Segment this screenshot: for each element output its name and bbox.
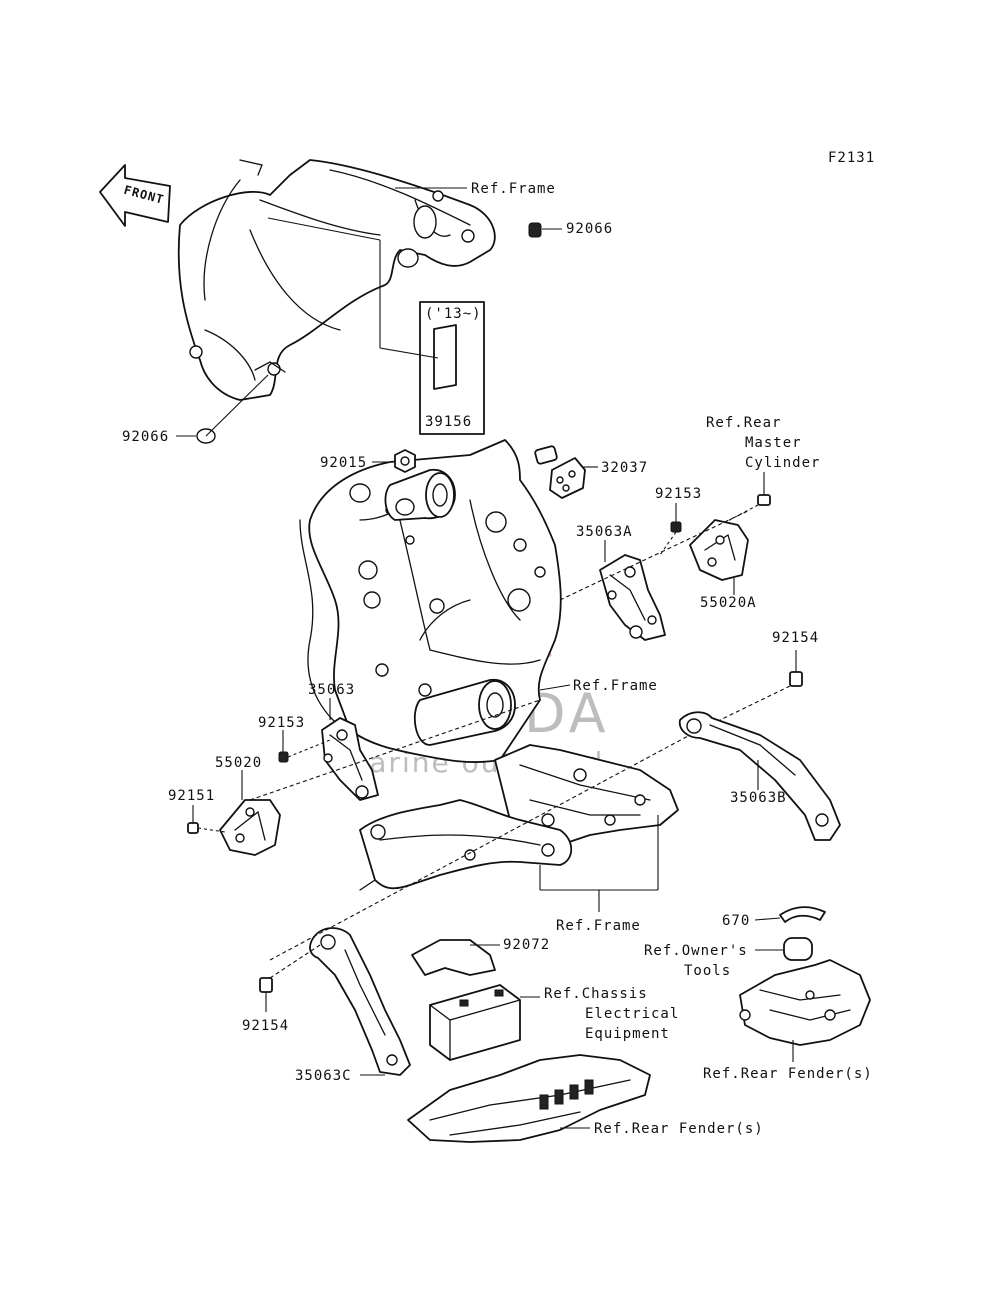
callout-ref-chassis-elec-1: Ref.Chassis [544,986,648,1002]
part-92151 [187,805,226,834]
part-92015 [372,449,416,473]
part-92154-left [259,944,321,1012]
callout-ref-owners-tools-2: Tools [684,963,731,979]
callout-92153-right: 92153 [655,486,702,502]
part-battery [429,984,540,1061]
part-92153-right [659,503,682,556]
callout-ref-rear-master-1: Ref.Rear [706,415,781,431]
callout-35063A: 35063A [576,524,633,540]
part-35063 [321,698,379,801]
callout-92066-top: 92066 [566,221,613,237]
callout-35063B: 35063B [730,790,787,806]
front-arrow-icon: FRONT [99,164,171,227]
part-92154-right [719,650,803,721]
callout-ref-owners-tools-1: Ref.Owner's [644,943,748,959]
callout-ref-chassis-elec-3: Equipment [585,1026,670,1042]
callout-ref-chassis-elec-2: Electrical [585,1006,679,1022]
part-35063C [309,927,411,1076]
part-39156-box [267,217,485,435]
callout-92015: 92015 [320,455,367,471]
callout-92154-right: 92154 [772,630,819,646]
main-frame [299,439,562,763]
callout-55020: 55020 [215,755,262,771]
callout-92072: 92072 [503,937,550,953]
callout-year-note: ('13~) [425,306,482,322]
callout-ref-frame-top: Ref.Frame [471,181,556,197]
part-owners-tools [755,937,813,961]
callout-35063: 35063 [308,682,355,698]
part-rear-fender-bottom [407,1054,651,1143]
part-92066-top [528,222,562,238]
callout-92151: 92151 [168,788,215,804]
callout-32037: 32037 [601,460,648,476]
part-670 [754,906,826,923]
callout-ref-rear-master-3: Cylinder [745,455,820,471]
part-55020 [219,770,281,856]
callout-35063C: 35063C [295,1068,352,1084]
callout-ref-rear-master-2: Master [745,435,802,451]
part-master-cylinder-bolt [719,472,771,526]
callout-55020A: 55020A [700,595,757,611]
callout-ref-frame-mid: Ref.Frame [573,678,658,694]
callout-ref-rear-fender-right: Ref.Rear Fender(s) [703,1066,873,1082]
part-32037 [534,445,598,499]
callout-92153-left: 92153 [258,715,305,731]
frame-rail-right [494,744,679,846]
callout-92066-left: 92066 [122,429,169,445]
part-55020A [689,519,749,595]
part-rear-fender-right [739,959,871,1062]
callout-ref-frame-low: Ref.Frame [556,918,641,934]
callout-ref-rear-fender-bottom: Ref.Rear Fender(s) [594,1121,764,1137]
callout-670: 670 [722,913,750,929]
part-35063B [678,711,841,841]
callout-39156: 39156 [425,414,472,430]
callout-92154-left: 92154 [242,1018,289,1034]
part-92066-left [176,374,269,444]
part-92072 [411,939,500,976]
part-35063A [599,540,666,641]
part-92153-left [278,730,331,763]
figure-code: F2131 [828,150,875,166]
ref-frame-low-leader [539,815,659,912]
frame-top-section [177,159,496,401]
